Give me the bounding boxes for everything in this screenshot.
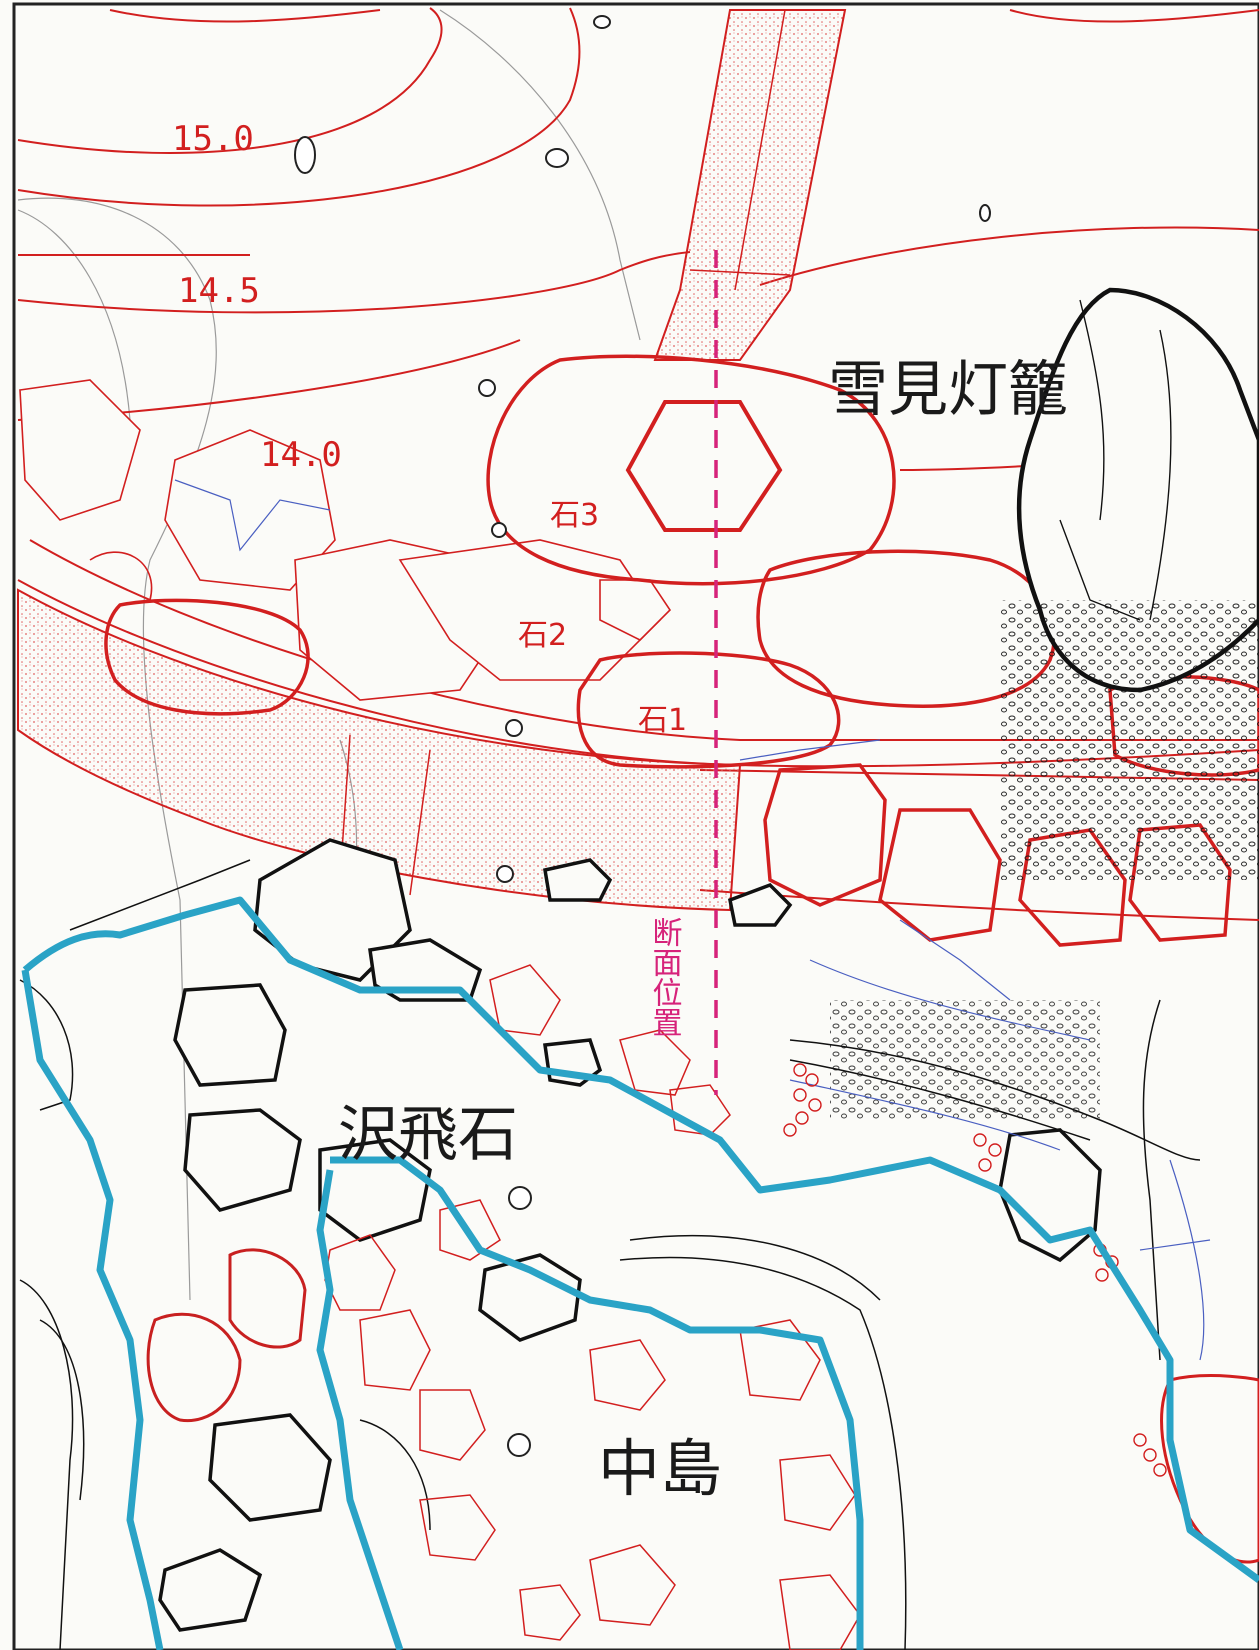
gravel-path-vertical (653, 9, 847, 361)
stone-2-label: 石2 (518, 618, 567, 653)
lantern-hexagon (625, 400, 783, 532)
stepping-stones-label: 沢飛石 (338, 1100, 518, 1170)
pebble-field-right (1000, 600, 1259, 880)
bold-red-stones (104, 354, 1259, 1564)
frame-border (12, 2, 1259, 1650)
contour-label-14-0: 14.0 (260, 435, 342, 475)
black-stones (158, 838, 1102, 1632)
stone-1-label: 石1 (638, 703, 687, 738)
stone-3-outline (486, 354, 896, 586)
stone-3-label: 石3 (550, 498, 599, 533)
water-lines (739, 739, 1211, 1361)
contour-label-15-0: 15.0 (172, 119, 254, 159)
island-label: 中島 (598, 1432, 722, 1505)
lantern-label: 雪見灯籠 (828, 355, 1068, 425)
shoreline-left (21, 969, 164, 1650)
pebble-field-stream (830, 1000, 1100, 1120)
shoreline-outer (22, 896, 1259, 1583)
rock-edge-lines (19, 859, 1201, 1650)
stone-1-outline (576, 651, 841, 769)
shoreline-island-left (316, 1169, 404, 1650)
section-position-label: 断面位置 (647, 917, 682, 1037)
contour-label-14-5: 14.5 (178, 271, 260, 311)
shoreline-island-right (330, 1156, 864, 1650)
